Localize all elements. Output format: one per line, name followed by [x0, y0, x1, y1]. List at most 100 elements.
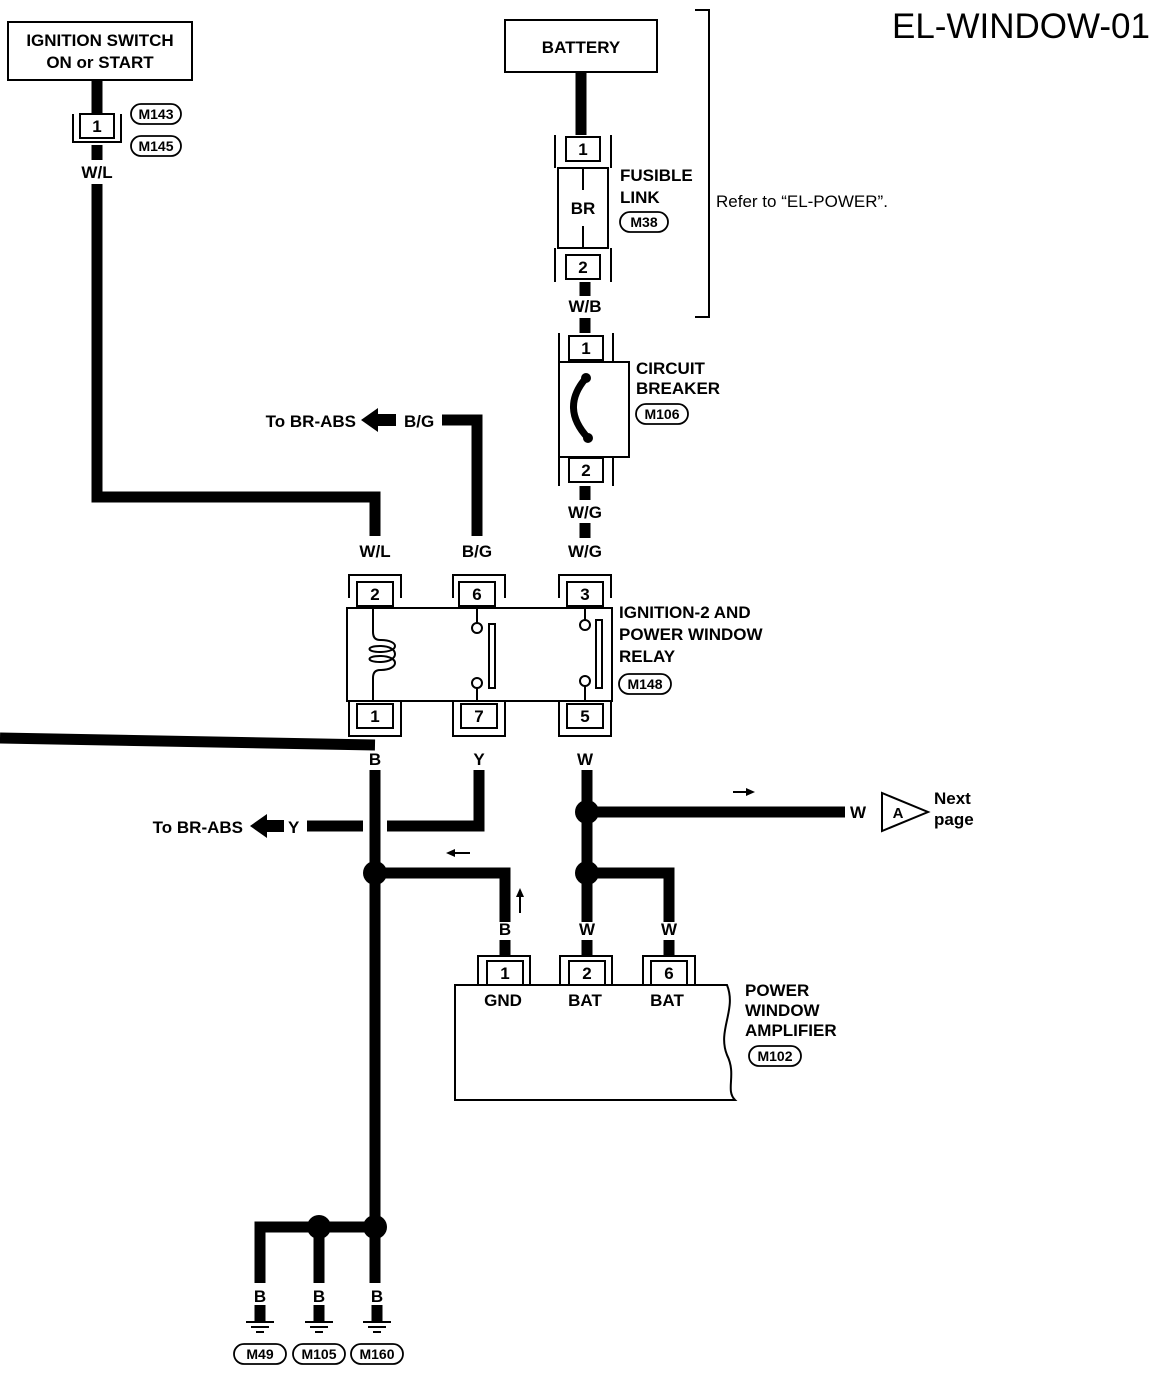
splices	[307, 800, 599, 1239]
fusible-pin-2-number: 2	[578, 258, 587, 277]
wire-label-amp-in-2: W	[579, 920, 596, 939]
ground-tag-1	[233, 1343, 287, 1365]
wire-label-relay-out-7: Y	[473, 750, 485, 769]
ign-pin	[79, 113, 115, 139]
battery: BATTERY	[504, 19, 658, 73]
ground-symbol-icon-2	[305, 1321, 333, 1333]
br-abs-label-bottom: To BR-ABS	[153, 818, 243, 837]
relay-shell-bottom-1	[348, 701, 402, 737]
fusible-label-1: FUSIBLE	[620, 166, 693, 185]
relay-shell-bottom-5	[558, 701, 612, 737]
breaker-label-1: CIRCUIT	[636, 359, 706, 378]
breaker-shell-bottom	[558, 457, 614, 486]
breaker-label-2: BREAKER	[636, 379, 720, 398]
wire-w-to-pin6	[587, 867, 675, 922]
wires	[0, 72, 845, 1322]
ignition-switch-label: IGNITION SWITCH	[26, 31, 173, 50]
breaker-body	[558, 361, 630, 458]
wire-label-wg-upper: W/G	[568, 503, 602, 522]
flow-arrow-left-icon	[446, 849, 455, 857]
battery-label: BATTERY	[542, 38, 621, 57]
wire-ign-to-relay	[91, 184, 381, 536]
amp-label-3: AMPLIFIER	[745, 1021, 837, 1040]
relay-coil-icon	[368, 639, 396, 671]
relay-shell-bottom-7	[452, 701, 506, 737]
next-page-connector-icon	[881, 791, 931, 833]
wire-label-relay-in-6: B/G	[462, 542, 492, 561]
ignition-switch-mode: ON or START	[46, 53, 154, 72]
amp-pin-1-name: GND	[484, 991, 522, 1010]
wire-label-amp-in-1: B	[499, 920, 511, 939]
breaker-contact-top	[581, 373, 591, 383]
breaker-pin-2	[568, 457, 604, 483]
ign-connector-shell	[72, 114, 122, 143]
wire-ground-branch	[254, 1221, 375, 1283]
ignition-switch-box	[7, 21, 193, 81]
relay-pin-6	[458, 581, 496, 607]
amp-pin-6	[650, 960, 688, 986]
connector-m143: M143	[138, 106, 173, 122]
arrow-to-br-abs-top	[361, 408, 396, 432]
wire-label-relay-out-5: W	[577, 750, 594, 769]
ignition-switch: IGNITION SWITCH ON or START 1 M143 M145 …	[7, 21, 193, 182]
ground-symbol-icon-1	[246, 1321, 274, 1333]
wire-label-relay-in-3: W/G	[568, 542, 602, 561]
relay-pin-2-number: 2	[370, 585, 379, 604]
relay: W/L B/G W/G 2 6 3 1 7	[346, 542, 763, 769]
fusible-label-2: LINK	[620, 188, 660, 207]
connector-m106: M106	[644, 406, 679, 422]
battery-box	[504, 19, 658, 73]
relay-pin-6-number: 6	[472, 585, 481, 604]
refer-note: Refer to “EL-POWER”.	[695, 9, 888, 318]
wire-label-relay-out-1: B	[369, 750, 381, 769]
breaker-pin-2-number: 2	[581, 461, 590, 480]
fusible-link: 1 BR 2 FUSIBLE LINK M38 W/B	[554, 135, 693, 316]
relay-sw2-contact-bottom	[579, 675, 591, 687]
connector-m38: M38	[630, 214, 657, 230]
next-page-ref: W A Next page	[850, 789, 974, 833]
br-abs-ref-bg: To BR-ABS B/G	[266, 408, 434, 432]
ign-pin-number: 1	[92, 117, 101, 136]
connector-m148: M148	[627, 676, 662, 692]
circuit-breaker: 1 2 CIRCUIT BREAKER M106 W/G	[558, 333, 720, 522]
amp-pin-2-number: 2	[582, 964, 591, 983]
amp-label-2: WINDOW	[745, 1001, 821, 1020]
arrow-to-br-abs-bottom	[250, 814, 284, 838]
amp-shell-6	[642, 955, 696, 985]
diagram-title: EL-WINDOW-01	[892, 7, 1150, 46]
relay-shell-top-6	[452, 574, 506, 598]
relay-label-2: POWER WINDOW	[619, 625, 763, 644]
next-page-label-1: Next	[934, 789, 971, 808]
relay-tag	[618, 673, 672, 695]
wire-label-y-ref: Y	[288, 818, 300, 837]
next-page-label-2: page	[934, 810, 974, 829]
wire-bg-to-br-abs	[442, 414, 483, 536]
connector-m49: M49	[246, 1346, 273, 1362]
next-page-connector-letter: A	[893, 805, 904, 822]
refer-bracket	[695, 9, 710, 318]
wire-label-relay-in-2: W/L	[359, 542, 390, 561]
splice-ground-m160	[363, 1215, 387, 1239]
relay-pin-1-number: 1	[370, 707, 379, 726]
ground-symbol-icon-3	[363, 1321, 391, 1333]
amp-tag	[748, 1045, 802, 1067]
relay-shell-top-2	[348, 574, 402, 598]
wire-y-to-br-abs	[387, 770, 485, 832]
breaker-contact-bottom	[583, 433, 593, 443]
refer-note-text: Refer to “EL-POWER”.	[716, 192, 888, 211]
ground-tag-2	[292, 1343, 346, 1365]
relay-shell-top-3	[558, 574, 612, 598]
br-abs-ref-y: To BR-ABS Y	[153, 814, 300, 838]
splice-w-lower	[575, 861, 599, 885]
relay-sw2-blade	[595, 619, 603, 689]
flow-arrow-right-icon	[746, 788, 755, 796]
relay-sw1-contact-top	[471, 622, 483, 634]
relay-pin-5	[566, 703, 604, 729]
amp-pin-2-name: BAT	[568, 991, 602, 1010]
amp-pin-1	[486, 960, 524, 986]
grounds: B B B M49 M105 M160	[233, 1287, 404, 1365]
fusible-value: BR	[571, 199, 596, 218]
breaker-tag	[635, 403, 689, 425]
wire-gnd-to-amp	[375, 867, 511, 922]
